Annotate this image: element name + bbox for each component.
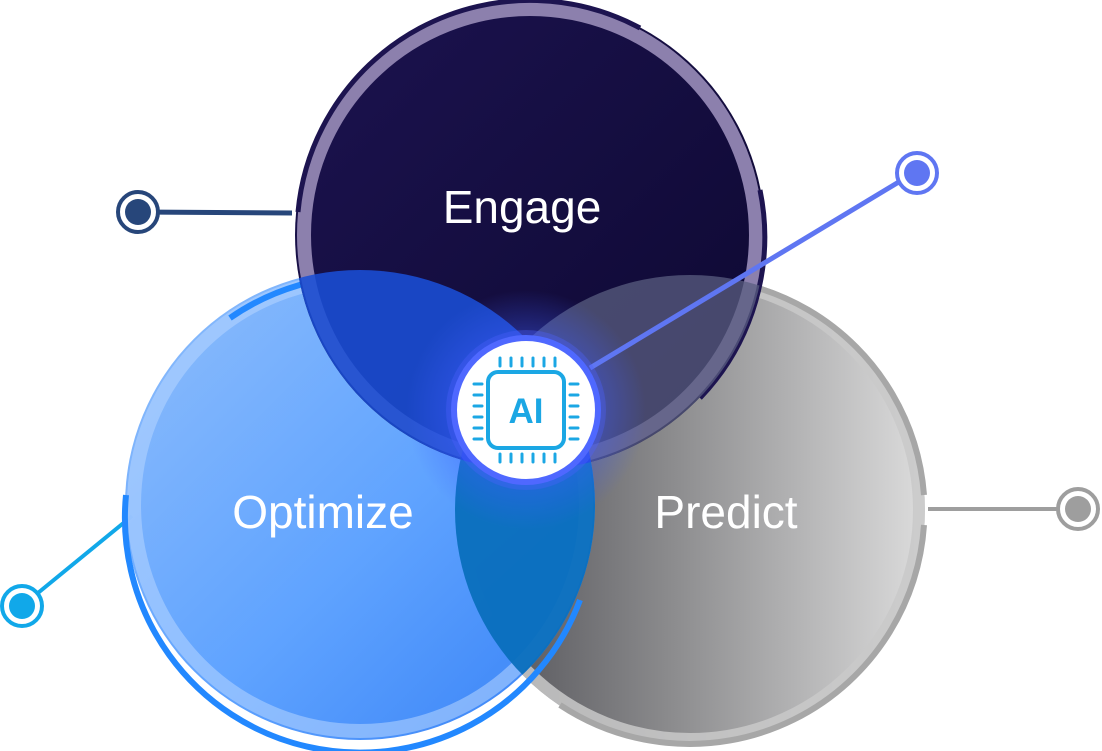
optimize-connector xyxy=(20,514,134,608)
ai-label: AI xyxy=(509,392,544,431)
chip-icon xyxy=(472,356,580,464)
ai-node xyxy=(895,151,939,195)
engage-node xyxy=(116,190,160,234)
predict-node xyxy=(1056,487,1100,531)
optimize-node xyxy=(0,584,44,628)
engage-connector xyxy=(137,209,293,216)
ai-connector xyxy=(588,171,914,371)
predict-label: Predict xyxy=(654,486,797,538)
ai-badge: AI xyxy=(446,330,606,490)
engage-label: Engage xyxy=(443,181,602,233)
optimize-label: Optimize xyxy=(232,486,413,538)
